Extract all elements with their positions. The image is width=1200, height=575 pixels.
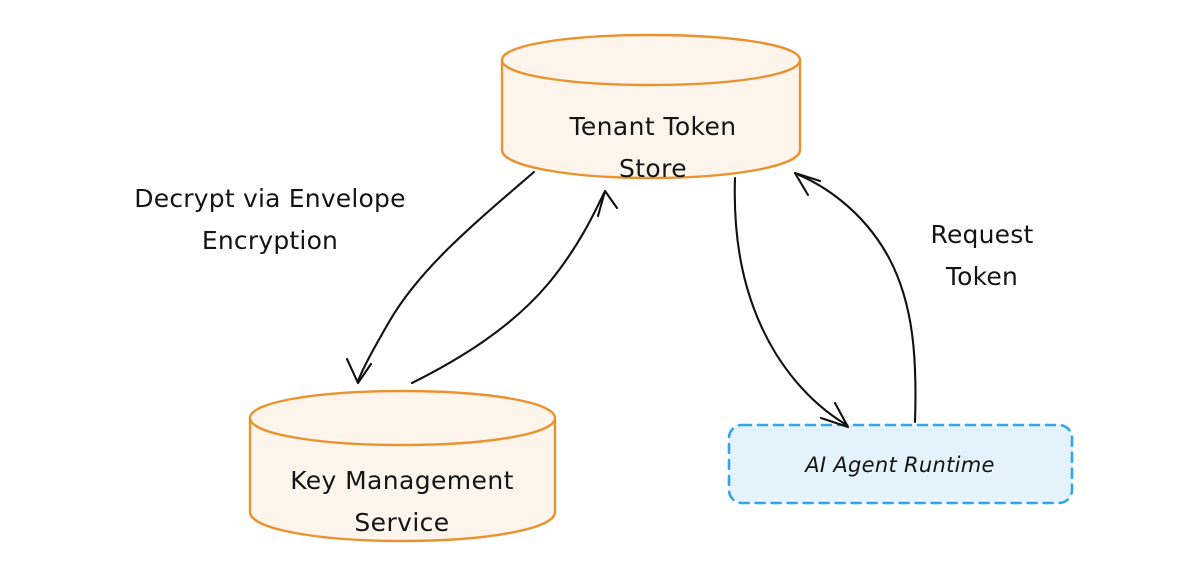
edge-line [733, 176, 847, 426]
node-key-management-service[interactable]: Key Management Service [248, 389, 557, 543]
node-label-line1: Key Management [290, 466, 514, 495]
node-ai-agent-runtime[interactable]: AI Agent Runtime [727, 423, 1074, 505]
dashed-box [727, 423, 1074, 505]
cylinder-top [248, 389, 557, 447]
node-label-line1: AI Agent Runtime [803, 453, 995, 477]
node-label-line1: Tenant Token [568, 112, 736, 141]
edge-line [410, 191, 606, 385]
edge-label-line1: Decrypt via Envelope [134, 184, 405, 213]
edge-store-to-agent[interactable] [733, 176, 850, 429]
node-label-line2: Store [619, 154, 687, 183]
node-tenant-token-store[interactable]: Tenant Token Store [500, 33, 802, 183]
node-label-line2: Service [354, 508, 449, 537]
edge-line [797, 173, 917, 424]
cylinder-body [500, 58, 802, 180]
edge-line [356, 170, 536, 383]
arrowhead [793, 171, 822, 197]
edge-label-line2: Encryption [202, 226, 338, 255]
arrowhead [345, 357, 373, 385]
edge-store-to-kms[interactable] [345, 170, 536, 385]
edge-label-line2: Token [945, 262, 1018, 291]
cylinder-top [500, 33, 802, 87]
edge-label-decrypt: Decrypt via Envelope Encryption [134, 184, 405, 255]
arrowhead [819, 401, 850, 429]
edge-agent-to-store[interactable] [793, 171, 917, 424]
edge-kms-to-store[interactable] [410, 189, 619, 385]
edge-label-line1: Request [931, 220, 1034, 249]
cylinder-body [248, 416, 557, 543]
edge-label-request: Request Token [931, 220, 1034, 291]
arrowhead [596, 189, 619, 218]
